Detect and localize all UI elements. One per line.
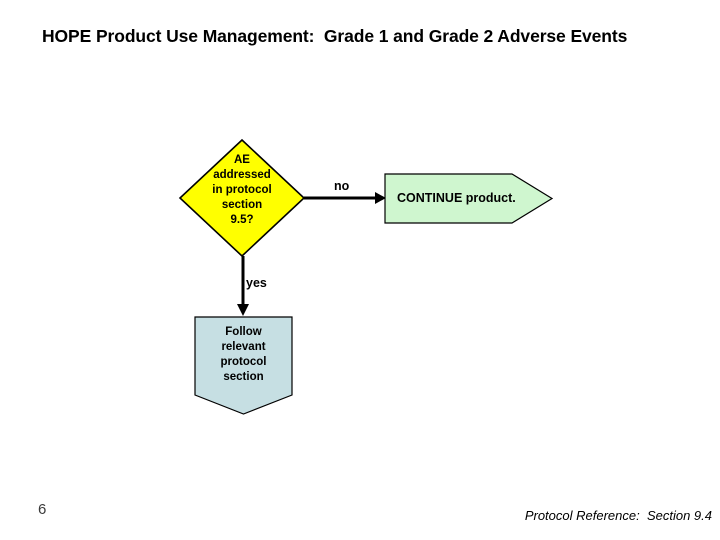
yes-label: yes: [246, 276, 267, 290]
no-label: no: [334, 179, 350, 193]
page-number: 6: [38, 501, 47, 518]
continue-label: CONTINUE product.: [397, 191, 516, 205]
follow-text: Follow relevant protocol section: [220, 326, 267, 383]
slide-title: HOPE Product Use Management: Grade 1 and…: [42, 26, 628, 46]
follow-pentagon-shape: [194, 316, 293, 415]
decision-text: AE addressed in protocol section 9.5?: [212, 154, 272, 226]
no-connector-arrowhead: [375, 192, 386, 204]
yes-connector-arrowhead: [237, 304, 249, 316]
continue-arrow-shape: [384, 173, 554, 224]
footer-reference: Protocol Reference: Section 9.4: [524, 508, 712, 523]
